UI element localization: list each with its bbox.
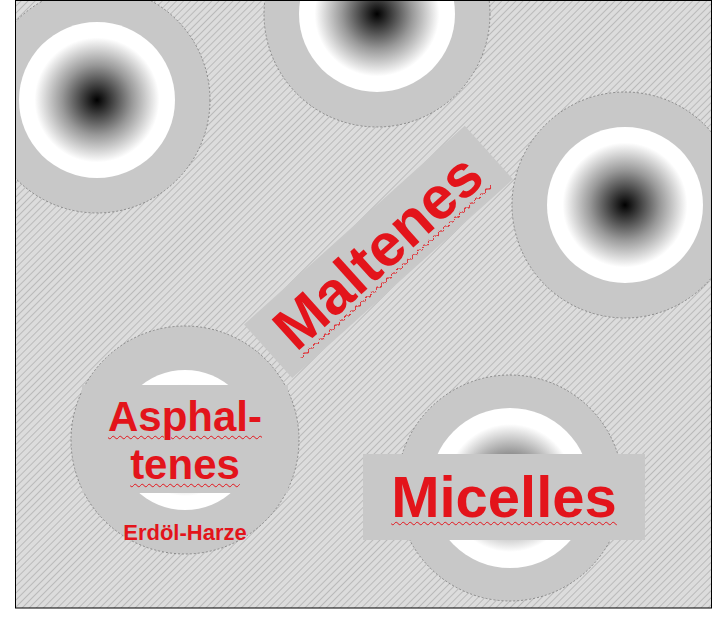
asphaltene-micelle: Asphal- tenesErdöl-Harze — [70, 325, 300, 555]
maltenes-label: Maltenes — [263, 144, 494, 360]
resin-label: Erdöl-Harze — [123, 520, 246, 546]
asphaltene-core — [19, 22, 175, 178]
frame — [16, 1, 712, 609]
label-band — [82, 385, 288, 493]
resin-shell — [71, 326, 299, 554]
asphaltenes-label: Asphal- tenes — [108, 393, 262, 489]
asphaltene-core — [299, 1, 455, 92]
micelle-group — [15, 1, 712, 601]
micelles-label: Micelles — [391, 462, 617, 532]
asphaltene-core — [547, 127, 703, 283]
micelle-label-box: Micelles — [363, 454, 645, 540]
resin-shell — [15, 1, 210, 213]
resin-shell — [264, 1, 490, 127]
resin-shell — [512, 92, 712, 318]
maltene-label-box: Maltenes — [244, 126, 513, 378]
